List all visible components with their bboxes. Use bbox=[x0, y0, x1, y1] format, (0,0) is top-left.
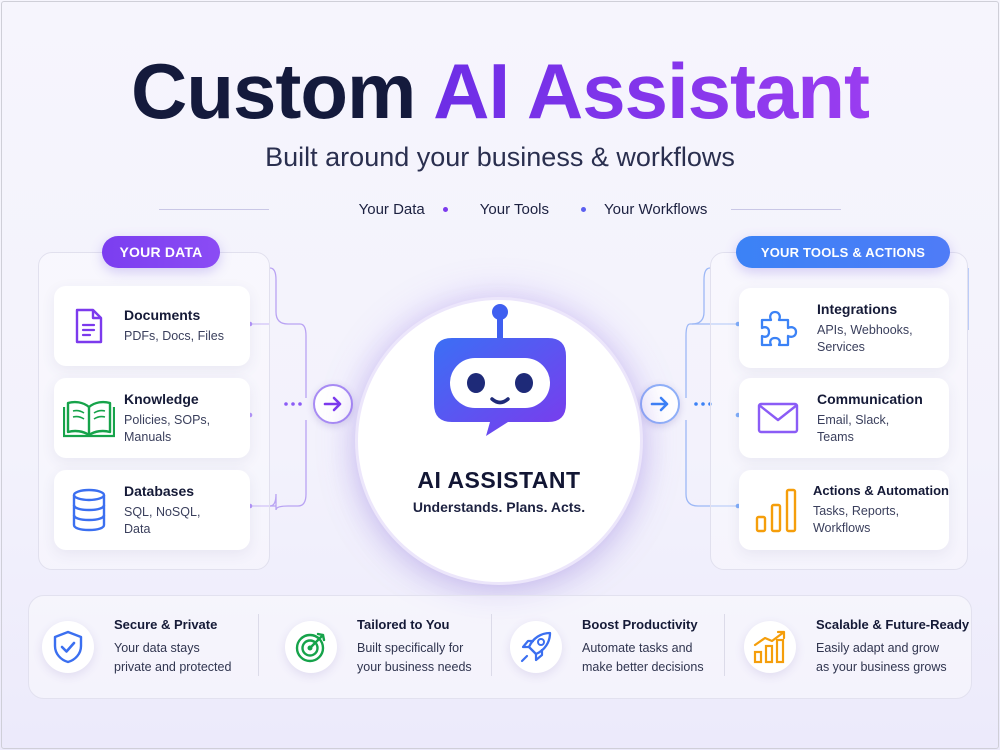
features-bar bbox=[28, 595, 972, 699]
feature-title: Tailored to You bbox=[357, 617, 450, 632]
card-title: Communication bbox=[817, 390, 923, 407]
feature-desc-line-2: make better decisions bbox=[582, 660, 704, 674]
your-tools-label: YOUR TOOLS & ACTIONS bbox=[736, 236, 950, 268]
card-desc: SQL, NoSQL, Data bbox=[124, 504, 201, 536]
card-title: Integrations bbox=[817, 300, 898, 317]
hub-title: AI ASSISTANT bbox=[417, 467, 581, 493]
feature-divider bbox=[258, 614, 259, 676]
bar-chart-icon bbox=[739, 487, 813, 533]
feature-desc-line-1: Your data stays bbox=[114, 641, 200, 655]
card-desc: Tasks, Reports, Workflows bbox=[812, 504, 900, 535]
card-title: Databases bbox=[124, 482, 195, 499]
card-title: Knowledge bbox=[124, 390, 199, 407]
hub-subtitle: Understands. Plans. Acts. bbox=[412, 499, 586, 515]
output-arrow-button bbox=[640, 384, 680, 424]
rocket-icon bbox=[510, 621, 562, 673]
feature-desc-line-2: as your business grows bbox=[816, 660, 947, 674]
integrations-card: Integrations APIs, Webhooks, Services bbox=[739, 288, 949, 368]
tagline: Your Data Your Tools Your Workflows bbox=[0, 199, 1000, 219]
feature-desc-line-2: your business needs bbox=[357, 660, 472, 674]
card-desc: APIs, Webhooks, Services bbox=[817, 322, 913, 354]
feature-tailored: Tailored to You Built specifically for y… bbox=[285, 610, 472, 684]
arrow-right-icon bbox=[650, 396, 669, 412]
tagline-divider-left bbox=[158, 208, 269, 210]
feature-title: Scalable & Future-Ready bbox=[816, 617, 970, 632]
card-desc: Policies, SOPs, Manuals bbox=[124, 412, 211, 444]
puzzle-icon bbox=[739, 308, 817, 348]
communication-card: Communication Email, Slack, Teams bbox=[739, 378, 949, 458]
envelope-icon bbox=[739, 402, 817, 434]
feature-productivity: Boost Productivity Automate tasks and ma… bbox=[510, 610, 704, 684]
document-icon bbox=[54, 307, 124, 345]
tagline-item: Your Workflows bbox=[604, 200, 708, 218]
shield-check-icon bbox=[42, 621, 94, 673]
target-icon bbox=[285, 621, 337, 673]
feature-scalable: Scalable & Future-Ready Easily adapt and… bbox=[744, 610, 969, 684]
tagline-dot bbox=[581, 206, 587, 212]
feature-desc-line-1: Built specifically for bbox=[357, 641, 464, 655]
page-subtitle: Built around your business & workflows bbox=[265, 142, 735, 172]
documents-card: Documents PDFs, Docs, Files bbox=[54, 286, 250, 366]
growth-chart-icon bbox=[744, 621, 796, 673]
feature-desc-line-1: Easily adapt and grow bbox=[816, 641, 939, 655]
actions-automation-card: Actions & Automation Tasks, Reports, Wor… bbox=[739, 470, 949, 550]
feature-title: Secure & Private bbox=[114, 617, 218, 632]
arrow-right-icon bbox=[323, 396, 342, 412]
databases-card: Databases SQL, NoSQL, Data bbox=[54, 470, 250, 550]
open-book-icon bbox=[54, 398, 124, 438]
feature-divider bbox=[491, 614, 492, 676]
feature-desc-line-1: Automate tasks and bbox=[582, 641, 693, 655]
feature-desc-line-2: private and protected bbox=[114, 660, 232, 674]
card-desc: PDFs, Docs, Files bbox=[124, 329, 225, 343]
database-icon bbox=[54, 488, 124, 532]
your-data-label: YOUR DATA bbox=[102, 236, 220, 268]
title-part-1: Custom bbox=[130, 47, 416, 135]
tagline-item: Your Data bbox=[358, 200, 425, 218]
card-title: Actions & Automation bbox=[812, 483, 949, 498]
feature-secure-private: Secure & Private Your data stays private… bbox=[42, 610, 231, 684]
tagline-item: Your Tools bbox=[479, 200, 550, 218]
knowledge-card: Knowledge Policies, SOPs, Manuals bbox=[54, 378, 250, 458]
feature-title: Boost Productivity bbox=[582, 617, 698, 632]
page-title: Custom AI Assistant bbox=[0, 52, 1000, 130]
tagline-divider-right bbox=[731, 208, 842, 210]
tagline-dot bbox=[442, 206, 448, 212]
input-arrow-button bbox=[313, 384, 353, 424]
title-part-2: AI Assistant bbox=[433, 47, 870, 135]
card-title: Documents bbox=[124, 307, 201, 323]
robot-chat-icon bbox=[434, 304, 566, 436]
card-desc: Email, Slack, Teams bbox=[817, 412, 890, 444]
feature-divider bbox=[724, 614, 725, 676]
